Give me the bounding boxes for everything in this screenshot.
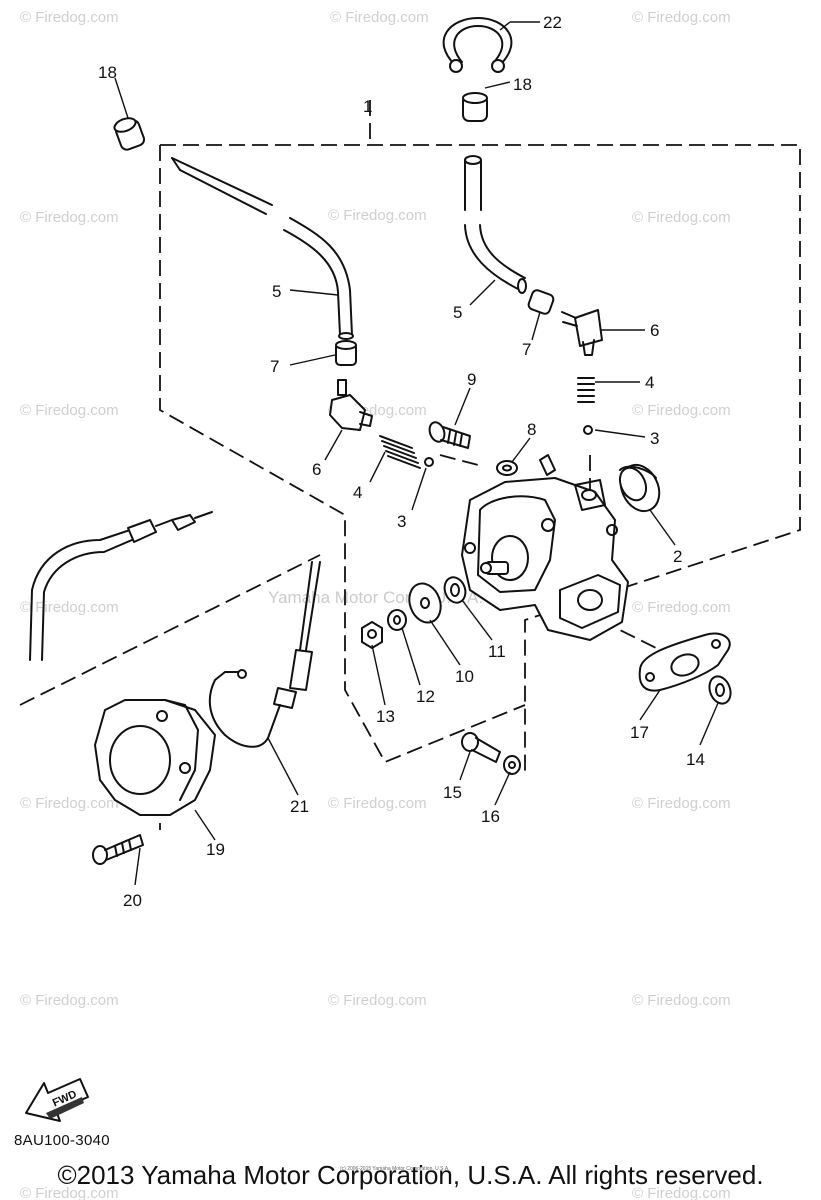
callout-18: 18 <box>513 75 532 94</box>
watermark: © Firedog.com <box>20 402 119 419</box>
watermark: © Firedog.com <box>20 992 119 1009</box>
callout-18: 18 <box>98 63 117 82</box>
callout-19: 19 <box>206 840 225 859</box>
callout-4: 4 <box>645 373 654 392</box>
dashed-separator <box>19 554 321 706</box>
callout-7: 7 <box>270 357 279 376</box>
watermark: © Firedog.com <box>632 1185 731 1200</box>
callout-4: 4 <box>353 483 362 502</box>
part-7-ferrule-right <box>527 289 555 315</box>
small-notice: (c) 2006-2015 Yamaha Motor Corporation, … <box>340 1166 450 1172</box>
watermark: © Firedog.com <box>20 209 119 226</box>
watermark: © Firedog.com <box>328 992 427 1009</box>
part-16-washer <box>503 755 521 775</box>
callout-1: 1 <box>363 97 372 116</box>
watermark: © Firedog.com <box>632 599 731 616</box>
callout-11: 11 <box>488 642 506 661</box>
watermark: © Firedog.com <box>328 207 427 224</box>
watermark: © Firedog.com <box>330 9 429 26</box>
part-10-disc <box>408 582 442 624</box>
part-11-washer <box>443 576 467 604</box>
callout-16: 16 <box>481 807 500 826</box>
callout-2: 2 <box>673 547 682 566</box>
callout-15: 15 <box>443 783 462 802</box>
watermark: © Firedog.com <box>20 599 119 616</box>
callout-10: 10 <box>455 667 474 686</box>
callout-3: 3 <box>397 512 406 531</box>
callout-6: 6 <box>312 460 321 479</box>
part-19-cover <box>94 699 216 816</box>
part-22-clip <box>442 17 513 73</box>
part-21-cable <box>208 561 321 748</box>
part-6-fitting-right <box>561 309 603 356</box>
part-6-fitting-left <box>329 379 373 431</box>
callout-21: 21 <box>290 797 309 816</box>
watermark: © Firedog.com <box>632 402 731 419</box>
part-7-ferrule-left <box>335 340 357 366</box>
callout-3: 3 <box>650 429 659 448</box>
callout-labels: 22 18 18 1 5 5 7 7 6 6 4 4 3 3 9 8 2 11 … <box>98 13 705 910</box>
watermark: © Firedog.com <box>632 795 731 812</box>
watermark: © Firedog.com <box>328 795 427 812</box>
part-14-washer <box>708 675 732 705</box>
dashed-boundary-line <box>160 144 801 775</box>
callout-17: 17 <box>630 723 649 742</box>
dashed-boundary-line <box>159 145 526 764</box>
watermark: © Firedog.com <box>632 992 731 1009</box>
leader-lines <box>114 21 719 886</box>
part-12-washer <box>387 609 407 631</box>
callout-8: 8 <box>527 420 536 439</box>
callout-7: 7 <box>522 340 531 359</box>
callout-14: 14 <box>686 750 705 769</box>
part-5-hose-left <box>171 157 354 340</box>
part-4-spring <box>577 377 595 403</box>
watermark: © Firedog.com <box>20 1185 119 1200</box>
callout-13: 13 <box>376 707 395 726</box>
part-17-gasket <box>638 632 731 692</box>
part-4-spring <box>379 435 421 469</box>
callout-5: 5 <box>272 282 281 301</box>
watermark: © Firedog.com <box>632 209 731 226</box>
watermark: © Firedog.com <box>20 795 119 812</box>
callout-6: 6 <box>650 321 659 340</box>
callout-9: 9 <box>467 370 476 389</box>
watermark-layer: © Firedog.com © Firedog.com © Firedog.co… <box>20 9 731 1200</box>
fwd-arrow-icon: FWD <box>25 1078 89 1122</box>
part-2-oil-seal <box>618 463 661 513</box>
callout-22: 22 <box>543 13 562 32</box>
watermark: © Firedog.com <box>20 9 119 26</box>
part-8-washer <box>496 460 518 476</box>
part-18-cap <box>113 117 146 151</box>
cable-assembly <box>29 511 213 661</box>
part-15-bolt <box>461 732 501 763</box>
part-18-cap <box>462 92 488 122</box>
callout-20: 20 <box>123 891 142 910</box>
callout-5: 5 <box>453 303 462 322</box>
part-13-nut <box>361 621 383 649</box>
watermark: © Firedog.com <box>632 9 731 26</box>
part-5-hose-right <box>464 155 527 294</box>
pump-body <box>461 454 629 641</box>
callout-12: 12 <box>416 687 435 706</box>
part-20-bolt <box>92 834 144 865</box>
diagram-code: 8AU100-3040 <box>14 1132 110 1149</box>
dashed-leader <box>439 454 479 466</box>
part-3-ball <box>583 425 593 435</box>
part-9-screw <box>428 421 471 449</box>
copyright-notice: ©2013 Yamaha Motor Corporation, U.S.A. A… <box>57 1160 764 1190</box>
part-3-ball <box>424 457 434 467</box>
